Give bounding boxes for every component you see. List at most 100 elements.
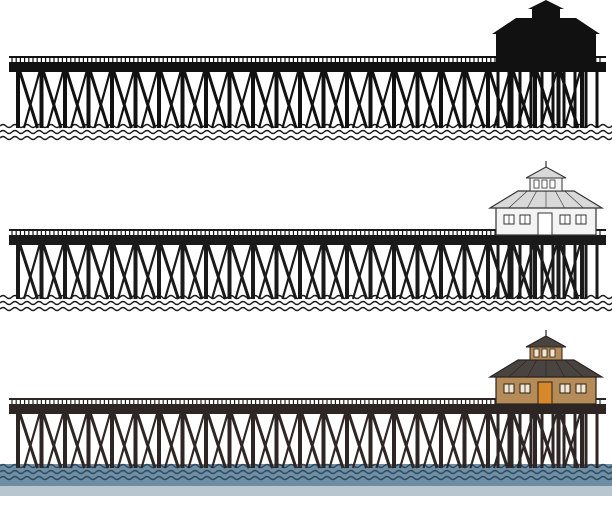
piling-brace bbox=[257, 413, 276, 469]
piling-brace bbox=[210, 71, 229, 129]
pier-panel-silhouette bbox=[0, 0, 612, 141]
piling-brace bbox=[136, 413, 157, 469]
piling-brace bbox=[441, 413, 462, 469]
wave-line bbox=[0, 300, 612, 306]
piling-brace bbox=[371, 413, 392, 469]
piling-brace bbox=[328, 413, 347, 469]
piling-brace bbox=[42, 244, 63, 300]
piling-brace bbox=[253, 413, 274, 469]
pier-panel-color bbox=[0, 330, 612, 496]
piling-brace bbox=[281, 71, 300, 129]
cupola-roof bbox=[525, 166, 567, 179]
cupola-window bbox=[549, 179, 556, 189]
roof-seam bbox=[555, 359, 565, 378]
piling-brace bbox=[351, 413, 370, 469]
piling-brace bbox=[304, 71, 323, 129]
pier-house bbox=[487, 161, 605, 236]
piling-brace bbox=[422, 71, 441, 129]
piling-brace bbox=[347, 244, 368, 300]
piling-brace bbox=[163, 71, 182, 129]
piling-brace bbox=[394, 244, 415, 300]
piling-brace bbox=[46, 71, 65, 129]
pilings bbox=[16, 413, 599, 469]
piling-brace bbox=[230, 244, 251, 300]
wave-line bbox=[0, 306, 612, 312]
piling-brace bbox=[46, 244, 65, 300]
piling-brace bbox=[304, 413, 323, 469]
house-door bbox=[537, 212, 553, 236]
piling-brace bbox=[328, 71, 347, 129]
piling-brace bbox=[257, 244, 276, 300]
piling-brace bbox=[394, 413, 415, 469]
piling-brace bbox=[112, 413, 133, 469]
piling-brace bbox=[300, 413, 321, 469]
piling-brace bbox=[163, 244, 182, 300]
piling-brace bbox=[230, 71, 251, 129]
deck-beam bbox=[9, 235, 606, 245]
piling-brace bbox=[42, 413, 63, 469]
piling-brace bbox=[163, 413, 182, 469]
piling-brace bbox=[277, 244, 298, 300]
piling-brace bbox=[159, 244, 180, 300]
piling-brace bbox=[328, 244, 347, 300]
piling-brace bbox=[89, 71, 110, 129]
piling-brace bbox=[351, 244, 370, 300]
piling-brace bbox=[304, 244, 323, 300]
piling-brace bbox=[445, 413, 464, 469]
piling-brace bbox=[206, 71, 227, 129]
piling-brace bbox=[375, 244, 394, 300]
piling-brace bbox=[22, 71, 41, 129]
piling-brace bbox=[469, 244, 488, 300]
piling-brace bbox=[445, 71, 464, 129]
pier-panel-line-art bbox=[0, 161, 612, 312]
piling-brace bbox=[69, 71, 88, 129]
piling-brace bbox=[159, 413, 180, 469]
piling-brace bbox=[136, 71, 157, 129]
piling-brace bbox=[112, 244, 133, 300]
piling-brace bbox=[230, 413, 251, 469]
piling-brace bbox=[445, 244, 464, 300]
piling-brace bbox=[93, 244, 112, 300]
pier-house bbox=[492, 0, 600, 64]
piling-brace bbox=[206, 413, 227, 469]
water-surface bbox=[0, 464, 612, 486]
piling-brace bbox=[18, 71, 39, 129]
piling-brace bbox=[281, 244, 300, 300]
deck-beam bbox=[9, 62, 606, 72]
piling-brace bbox=[563, 244, 582, 300]
piling-brace bbox=[347, 71, 368, 129]
piling-brace bbox=[300, 71, 321, 129]
piling-brace bbox=[469, 413, 488, 469]
piling-brace bbox=[234, 244, 253, 300]
piling-brace bbox=[465, 71, 486, 129]
roof-seam bbox=[527, 359, 537, 378]
cupola-window bbox=[549, 348, 556, 358]
piling-brace bbox=[422, 413, 441, 469]
piling-brace bbox=[347, 413, 368, 469]
piling-brace bbox=[116, 71, 135, 129]
wave-line bbox=[0, 129, 612, 135]
piling-brace bbox=[159, 71, 180, 129]
roof-seam bbox=[564, 359, 584, 378]
piling-brace bbox=[512, 413, 533, 469]
piling-brace bbox=[136, 244, 157, 300]
piling-brace bbox=[93, 71, 112, 129]
piling-brace bbox=[394, 71, 415, 129]
piling-brace bbox=[277, 71, 298, 129]
piling-brace bbox=[206, 244, 227, 300]
roof-seam bbox=[508, 190, 528, 209]
piling-brace bbox=[512, 244, 533, 300]
piling-brace bbox=[116, 244, 135, 300]
cupola-window bbox=[533, 179, 540, 189]
piling-brace bbox=[563, 71, 582, 129]
house-body bbox=[496, 32, 596, 64]
piling-brace bbox=[324, 244, 345, 300]
pilings bbox=[16, 244, 599, 300]
piling-brace bbox=[398, 244, 417, 300]
piling-brace bbox=[210, 413, 229, 469]
piling-brace bbox=[300, 244, 321, 300]
pilings bbox=[16, 71, 599, 129]
piling-brace bbox=[183, 244, 204, 300]
piling-brace bbox=[324, 71, 345, 129]
